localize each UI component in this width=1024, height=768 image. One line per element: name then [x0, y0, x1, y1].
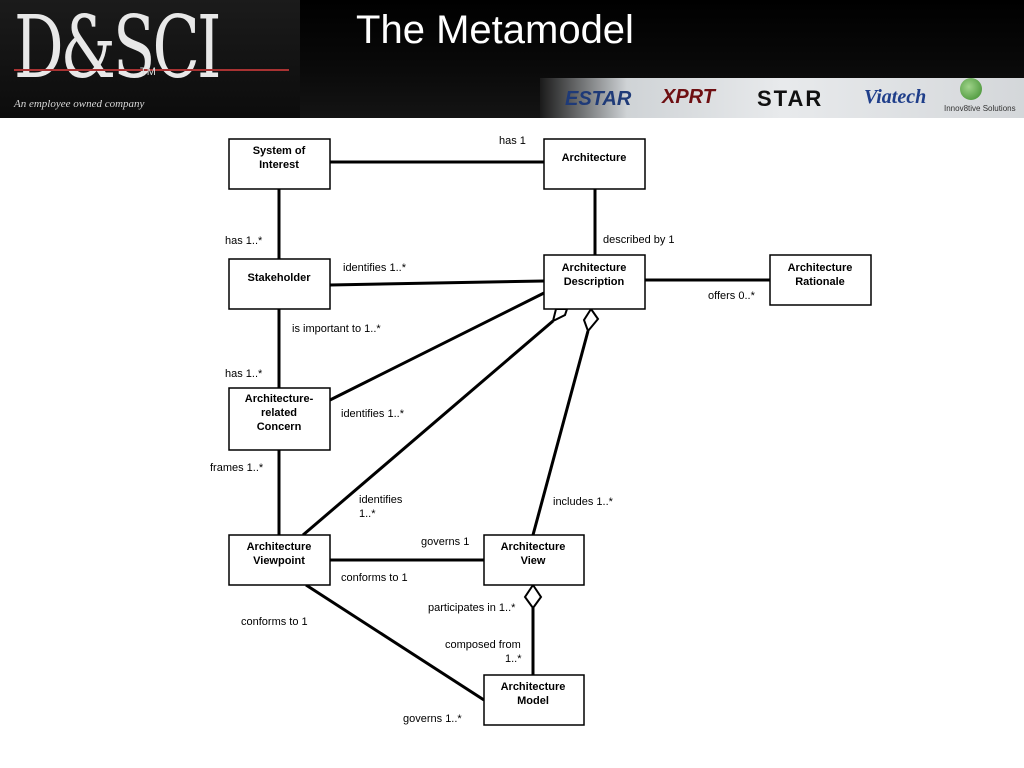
- connector-viewpoint-model: [305, 583, 485, 702]
- label-has-1: has 1: [499, 135, 526, 147]
- partner-logo-innov8tive: Innov8tive Solutions: [944, 104, 1016, 113]
- box-label: Architecture: [562, 262, 627, 274]
- slide-title: The Metamodel: [356, 8, 634, 52]
- connector-viewpoint-description: [302, 319, 554, 537]
- slide-header: D&SCI TM An employee owned company The M…: [0, 0, 1024, 118]
- box-label: Concern: [257, 421, 302, 433]
- box-architecture-description: Architecture Description: [543, 254, 646, 310]
- label-frames: frames 1..*: [210, 462, 264, 474]
- metamodel-diagram: System of Interest Architecture Stakehol…: [210, 135, 872, 726]
- logo-underline: [14, 69, 289, 71]
- aggregation-diamond-viewpoint: [551, 308, 569, 323]
- innov8tive-logo-icon: [960, 78, 982, 100]
- box-label: System of: [253, 145, 306, 157]
- box-label: Interest: [259, 159, 299, 171]
- label-identifies-stakeholder: identifies 1..*: [343, 262, 407, 274]
- box-label: Stakeholder: [248, 272, 312, 284]
- label-includes: includes 1..*: [553, 496, 614, 508]
- partner-logo-band: [540, 78, 1024, 118]
- aggregation-diamond-view: [582, 307, 600, 333]
- connector-view-description: [531, 330, 590, 536]
- logo-trademark: TM: [140, 66, 156, 78]
- company-logo: D&SCI TM An employee owned company: [0, 0, 300, 118]
- connector-stakeholder-description: [329, 279, 545, 287]
- label-has-many-stakeholder: has 1..*: [225, 235, 263, 247]
- box-label: Rationale: [795, 276, 845, 288]
- partner-logo-viatech: Viatech: [864, 86, 927, 108]
- box-system-of-interest: System of Interest: [228, 138, 331, 190]
- box-label: Architecture: [562, 152, 627, 164]
- label-conforms-to-view: conforms to 1: [341, 572, 408, 584]
- label-has-many-concern: has 1..*: [225, 368, 263, 380]
- box-label: Architecture: [247, 541, 312, 553]
- label-identifies-viewpoint-multiplicity: 1..*: [359, 508, 376, 520]
- box-architecture-model: Architecture Model: [483, 674, 585, 726]
- label-offers: offers 0..*: [708, 290, 756, 302]
- label-governs-many: governs 1..*: [403, 713, 462, 725]
- box-label: Architecture: [501, 541, 566, 553]
- label-identifies-viewpoint: identifies: [359, 494, 403, 506]
- label-is-important-to: is important to 1..*: [292, 323, 381, 335]
- logo-tagline: An employee owned company: [14, 98, 145, 110]
- box-label: related: [261, 407, 297, 419]
- box-architecture-view: Architecture View: [483, 534, 585, 586]
- box-architecture-rationale: Architecture Rationale: [769, 254, 872, 306]
- box-architecture-viewpoint: Architecture Viewpoint: [228, 534, 331, 586]
- box-label: View: [521, 555, 546, 567]
- label-composed-from: composed from: [445, 639, 521, 651]
- box-label: Model: [517, 695, 549, 707]
- box-label: Viewpoint: [253, 555, 305, 567]
- box-label: Architecture: [501, 681, 566, 693]
- box-architecture-related-concern: Architecture- related Concern: [228, 387, 331, 451]
- aggregation-diamond-model: [523, 583, 543, 610]
- box-label: Architecture-: [245, 393, 314, 405]
- label-conforms-to-model: conforms to 1: [241, 616, 308, 628]
- label-governs-1: governs 1: [421, 536, 469, 548]
- partner-logo-estar: ESTAR: [565, 88, 632, 110]
- label-identifies-concern: identifies 1..*: [341, 408, 405, 420]
- partner-logo-xprt: XPRT: [662, 86, 715, 108]
- connector-concern-description: [329, 291, 545, 402]
- label-composed-from-multiplicity: 1..*: [505, 653, 522, 665]
- box-stakeholder: Stakeholder: [228, 258, 331, 310]
- logo-wordmark: D&SCI: [14, 0, 222, 98]
- box-label: Description: [564, 276, 625, 288]
- partner-logo-star: STAR: [757, 86, 824, 111]
- box-label: Architecture: [788, 262, 853, 274]
- box-architecture: Architecture: [543, 138, 646, 190]
- label-described-by-1: described by 1: [603, 234, 675, 246]
- label-participates-in: participates in 1..*: [428, 602, 516, 614]
